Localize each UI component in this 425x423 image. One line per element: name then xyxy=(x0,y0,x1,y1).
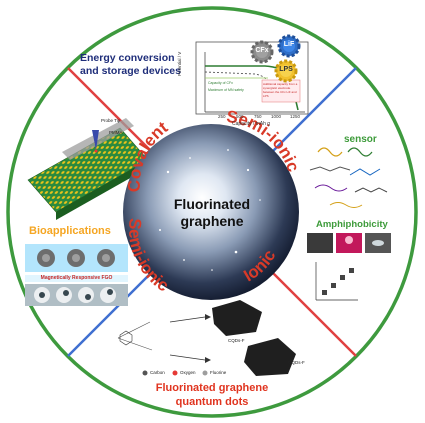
energy-plot-xtick-4: 1000 xyxy=(271,114,282,119)
central-sphere xyxy=(123,124,299,300)
qd-legend-fluorine: Fluorine xyxy=(210,370,227,375)
energy-title-line2: and storage devices xyxy=(80,65,181,77)
afm-label-pmma: PMMA xyxy=(109,130,123,135)
qd-label-bottom: GQDs-F xyxy=(288,360,305,365)
afm-schematic xyxy=(27,118,149,220)
amphiphobicity-title: Amphiphobicity xyxy=(316,219,388,230)
energy-plot-xtick-3: 750 xyxy=(254,114,262,119)
energy-plot-legend-3: Additional capacity from a synergistic e… xyxy=(263,82,298,98)
bio-title: Bioapplications xyxy=(29,225,111,237)
divider-top-right-blue xyxy=(271,67,357,153)
qd-label-top: CQDs-F xyxy=(228,338,245,343)
gear-label-lps: LPS xyxy=(279,66,293,73)
qd-legend-carbon: Carbon xyxy=(150,370,165,375)
divider-top-left-red xyxy=(67,67,153,153)
energy-plot-xtick-2: 500 xyxy=(236,114,244,119)
qd-legend-oxygen: Oxygen xyxy=(180,370,196,375)
afm-label-probe: Probe Tip xyxy=(101,118,121,123)
qd-title-line1: Fluorinated graphene xyxy=(155,382,269,394)
energy-plot-xtick-5: 1250 xyxy=(290,114,301,119)
energy-plot-legend-2: Maximum of MN safety xyxy=(208,88,244,92)
qd-legend-oxygen-icon xyxy=(172,370,178,376)
gear-cfx-icon xyxy=(250,40,274,64)
qd-legend-carbon-icon xyxy=(142,370,148,376)
energy-plot-xtick-1: 250 xyxy=(218,114,226,119)
amphiphobicity-chart xyxy=(315,262,358,301)
amphiphobicity-photos xyxy=(307,233,391,253)
sphere-sparkles xyxy=(159,149,261,271)
bio-micrographs xyxy=(25,244,128,306)
energy-title-line1: Energy conversion xyxy=(80,52,175,64)
center-title-line2: graphene xyxy=(180,213,244,229)
qd-legend-fluorine-icon xyxy=(202,370,208,376)
gear-lif-icon xyxy=(277,34,301,58)
sensor-title: sensor xyxy=(344,134,377,145)
divider-bottom-left-blue xyxy=(67,271,153,357)
energy-plot-ylabel: Potential / V xyxy=(177,51,182,76)
energy-plot-legend-1: Capacity of CFx xyxy=(208,81,233,85)
divider-bottom-right-red xyxy=(271,271,357,357)
bio-banner: Magnetically Responsive FGO xyxy=(40,275,113,281)
center-title-line1: Fluorinated xyxy=(173,196,251,212)
qd-title-line2: quantum dots xyxy=(175,396,249,408)
sensor-traces xyxy=(309,147,388,208)
gear-label-lif: LiF xyxy=(283,41,295,48)
energy-plot-xlabel: Capacity / mAh g xyxy=(232,121,271,127)
gear-lps-icon xyxy=(274,59,298,83)
qd-scheme xyxy=(117,300,296,376)
gear-label-cfx: CFx xyxy=(255,47,269,54)
